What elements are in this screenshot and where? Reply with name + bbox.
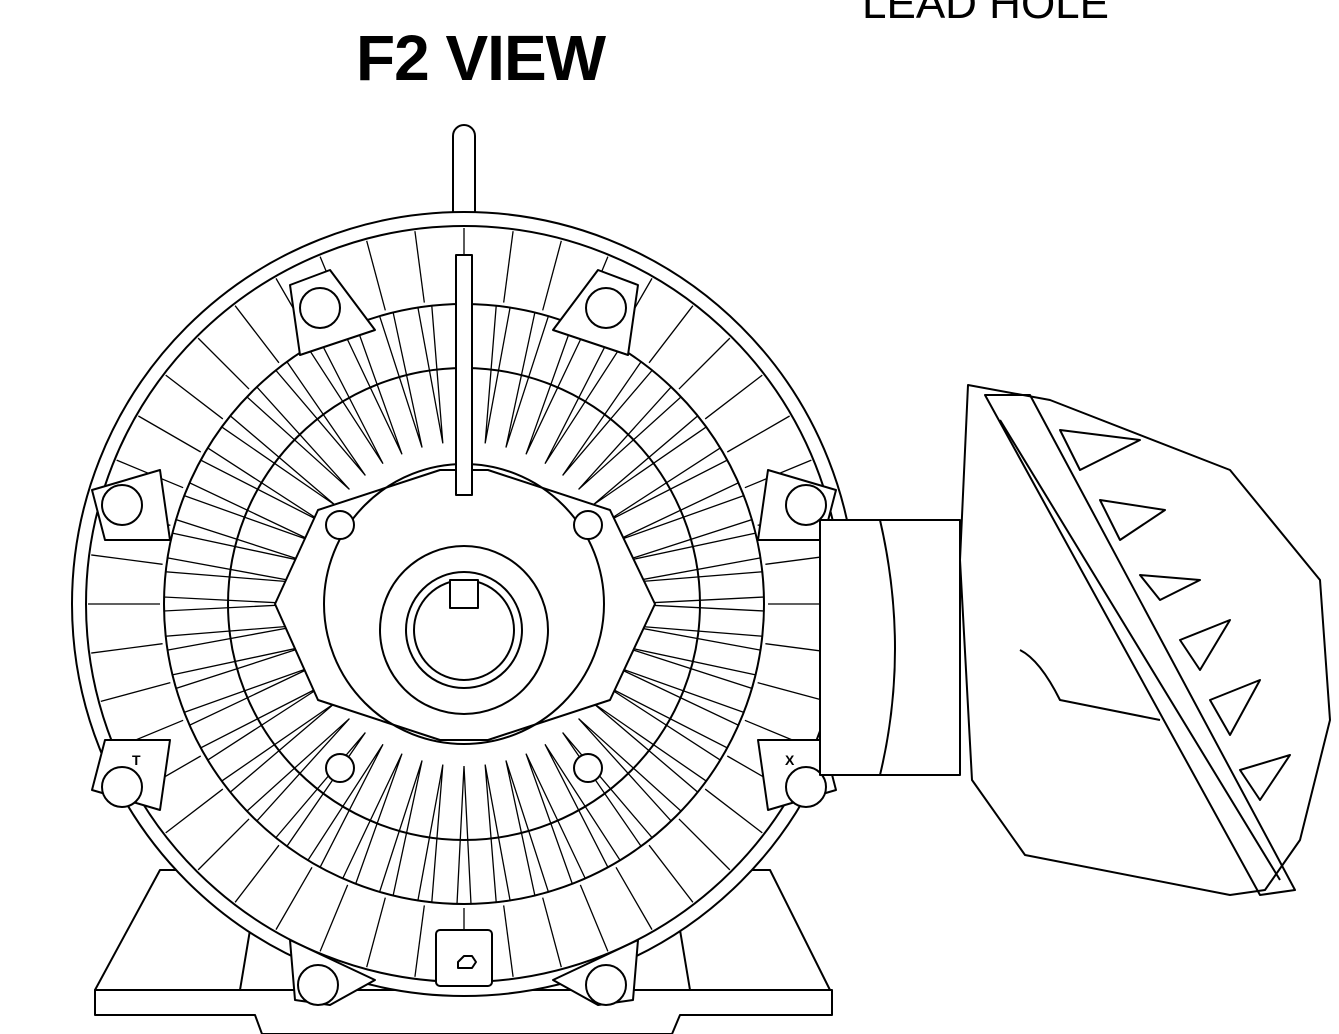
outer-rib (704, 374, 763, 420)
lead-hole-label: LEAD HOLE (862, 0, 1109, 28)
outer-rib (615, 866, 653, 930)
outer-rib (91, 643, 163, 654)
lug-mark-left: T (132, 752, 141, 768)
outer-rib (366, 897, 386, 968)
outer-rib (414, 905, 425, 977)
outer-rib (366, 240, 386, 311)
outer-rib (138, 415, 202, 453)
outer-rib (91, 554, 163, 565)
outer-rib (319, 884, 349, 952)
outer-rib (234, 305, 280, 364)
grease-pipe (455, 254, 473, 496)
outer-rib (100, 682, 171, 702)
outer-rib (648, 844, 694, 903)
drain-plug (435, 929, 493, 987)
outer-rib (579, 884, 609, 952)
outer-rib (234, 844, 280, 903)
outer-rib (757, 682, 828, 702)
outer-rib (165, 788, 224, 834)
lug-mark-right: X (785, 752, 795, 768)
outer-rib (678, 337, 731, 390)
outer-rib (503, 231, 514, 303)
outer-rib (678, 818, 731, 871)
outer-rib (542, 897, 562, 968)
conduit-box (819, 384, 1331, 896)
outer-rib (197, 337, 250, 390)
outer-rib (726, 415, 790, 453)
frame-bolt-lugs (91, 269, 837, 1006)
outer-rib (542, 240, 562, 311)
outer-rib (503, 905, 514, 977)
outer-rib (704, 788, 763, 834)
outer-rib (648, 305, 694, 364)
outer-rib (165, 374, 224, 420)
outer-rib (414, 231, 425, 303)
outer-rib (197, 818, 250, 871)
bearing-hub (274, 463, 656, 783)
view-title: F2 VIEW (356, 22, 606, 94)
outer-rib (275, 866, 313, 930)
